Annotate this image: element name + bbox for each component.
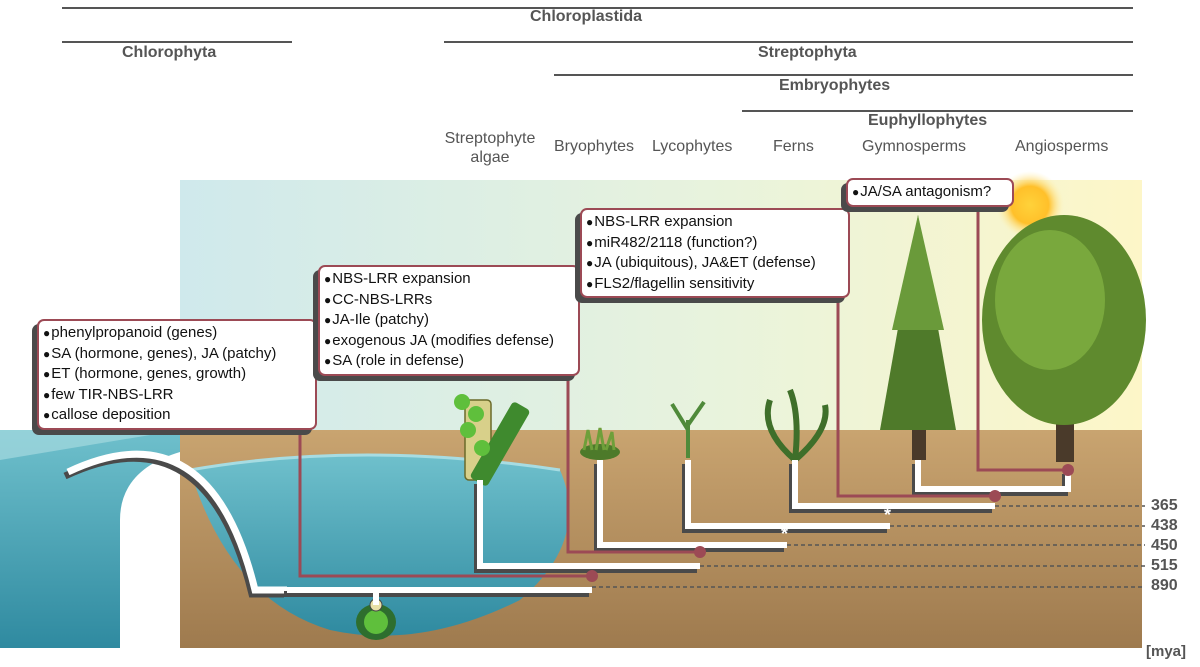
pond-rim (189, 453, 561, 472)
trait-item: phenylpropanoid (genes) (43, 323, 311, 344)
streptophyta-traits-box: NBS-LRR expansion CC-NBS-LRRs JA-Ile (pa… (318, 265, 580, 376)
timescale-tick-438: 438 (1151, 517, 1178, 534)
trait-item: few TIR-NBS-LRR (43, 385, 311, 406)
taxon-angiosperms: Angiosperms (1015, 138, 1109, 155)
clade-euphyllophytes: Euphyllophytes (868, 112, 988, 129)
clade-embryophytes: Embryophytes (779, 77, 891, 94)
sea-surface (0, 430, 180, 460)
chlorophyta-arc (66, 450, 287, 594)
streptophyte-algae-icon (454, 394, 530, 486)
trait-item: JA (ubiquitous), JA&ET (defense) (586, 253, 844, 274)
trait-item: SA (hormone, genes), JA (patchy) (43, 344, 311, 365)
box-connectors (298, 207, 1068, 578)
taxon-streptophyte-algae: Streptophyte algae (440, 129, 540, 167)
timescale-tick-515: 515 (1151, 557, 1178, 574)
trait-item: SA (role in defense) (324, 351, 574, 372)
clade-streptophyta: Streptophyta (758, 44, 857, 61)
asterisk-markers: * * (781, 505, 891, 544)
taxon-streptophyte-algae-line2: algae (470, 149, 510, 166)
taxon-lycophytes: Lycophytes (652, 138, 733, 155)
euphyllophyte-traits-box: NBS-LRR expansion miR482/2118 (function?… (580, 208, 850, 298)
branch-nodes (586, 464, 1074, 582)
trait-item: callose deposition (43, 405, 311, 426)
clade-chloroplastida: Chloroplastida (530, 8, 643, 25)
taxon-gymnosperms: Gymnosperms (862, 138, 967, 155)
fern-icon (764, 388, 829, 463)
gymnosperm-icon (880, 215, 956, 460)
streptophyta-bar (444, 41, 1133, 43)
trait-item: NBS-LRR expansion (324, 269, 574, 290)
bryophyte-icon (580, 427, 620, 460)
trait-item: CC-NBS-LRRs (324, 290, 574, 311)
taxon-bryophytes: Bryophytes (554, 138, 635, 155)
lycophyte-icon (670, 400, 706, 458)
embryophytes-bar (554, 74, 1133, 76)
trait-item: exogenous JA (modifies defense) (324, 331, 574, 352)
trait-item: FLS2/flagellin sensitivity (586, 274, 844, 295)
trait-item: ET (hormone, genes, growth) (43, 364, 311, 385)
euphyllophytes-bar (742, 110, 1133, 112)
svg-text:*: * (781, 524, 788, 544)
svg-text:*: * (884, 505, 891, 525)
timescale-unit: [mya] (1146, 643, 1187, 660)
tree-branches (287, 460, 1071, 593)
chlorophyta-bar (62, 41, 292, 43)
trait-item: NBS-LRR expansion (586, 212, 844, 233)
clade-chlorophyta: Chlorophyta (122, 44, 217, 61)
timescale-guides (592, 505, 1145, 588)
timescale-tick-450: 450 (1151, 537, 1178, 554)
trait-item: miR482/2118 (function?) (586, 233, 844, 254)
angiosperm-traits-box: JA/SA antagonism? (846, 178, 1014, 207)
timescale-tick-365: 365 (1151, 497, 1178, 514)
chloroplastida-bar (62, 7, 1133, 9)
taxon-streptophyte-algae-line1: Streptophyte (444, 130, 536, 147)
trait-item: JA-Ile (patchy) (324, 310, 574, 331)
chloroplastida-traits-box: phenylpropanoid (genes) SA (hormone, gen… (37, 319, 317, 430)
timescale-tick-890: 890 (1151, 577, 1178, 594)
sea (0, 430, 180, 648)
trait-item: JA/SA antagonism? (852, 182, 1008, 203)
angiosperm-icon (982, 215, 1146, 462)
taxon-ferns: Ferns (773, 138, 814, 155)
